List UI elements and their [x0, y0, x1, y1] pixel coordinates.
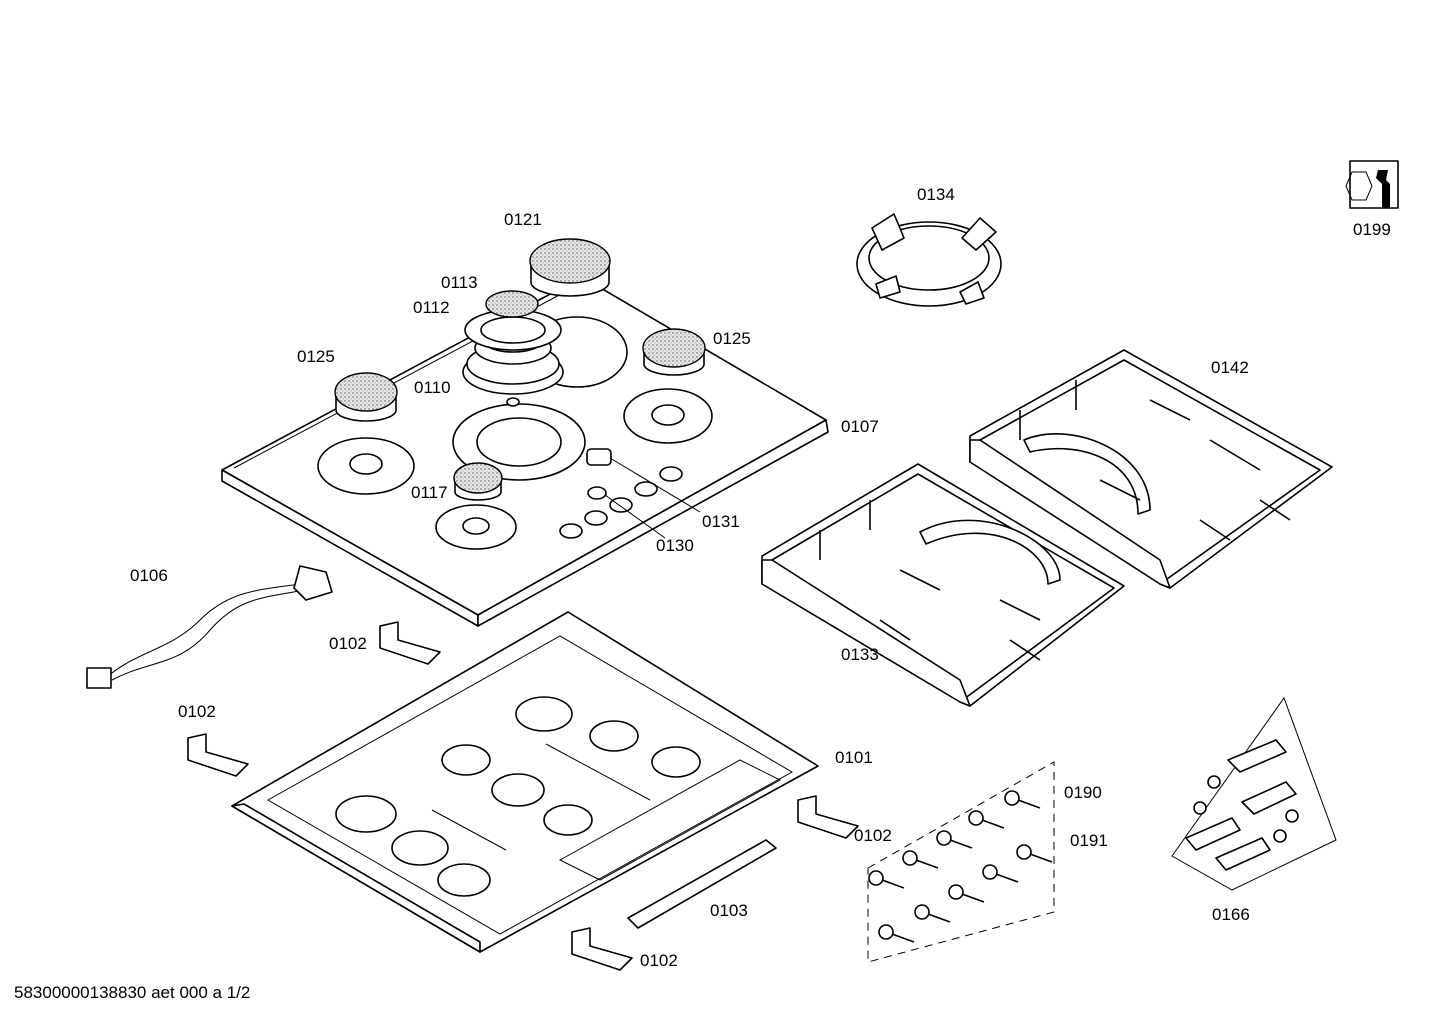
wok-ring-support: [856, 213, 1002, 307]
bracket-d: [571, 927, 633, 971]
label-0191: 0191: [1070, 831, 1108, 850]
sealing-strip: [627, 839, 777, 929]
document-id: 58300000138830 aet 000 a 1/2: [14, 983, 250, 1002]
label-0102-c: 0102: [854, 826, 892, 845]
burner-cap-medium-right: [642, 328, 706, 376]
label-0166: 0166: [1212, 905, 1250, 924]
burner-cap-large-0121: [529, 238, 611, 297]
label-0112: 0112: [413, 298, 450, 317]
bracket-b: [187, 733, 249, 777]
label-0117: 0117: [411, 483, 448, 502]
label-0106: 0106: [130, 566, 168, 585]
label-0125-right: 0125: [713, 329, 751, 348]
label-0107: 0107: [841, 417, 879, 436]
power-cord: [86, 565, 333, 689]
burner-cap-medium-left: [334, 372, 398, 422]
label-0133: 0133: [841, 645, 879, 664]
label-0121: 0121: [504, 210, 542, 229]
fixing-kit: [1171, 696, 1337, 891]
label-0131: 0131: [702, 512, 740, 531]
label-0190: 0190: [1064, 783, 1102, 802]
bracket-c: [797, 795, 859, 839]
label-0113: 0113: [441, 273, 478, 292]
label-0199: 0199: [1353, 220, 1391, 239]
bracket-a: [379, 621, 441, 665]
label-0125-left: 0125: [297, 347, 335, 366]
wok-burner-assembly: [462, 290, 564, 407]
label-0103: 0103: [710, 901, 748, 920]
label-0142: 0142: [1211, 358, 1249, 377]
label-0130: 0130: [656, 536, 694, 555]
label-0102-d: 0102: [640, 951, 678, 970]
label-0102-a: 0102: [329, 634, 367, 653]
label-0134: 0134: [917, 185, 955, 204]
label-0101: 0101: [835, 748, 873, 767]
base-tray: [231, 611, 819, 953]
pan-support-left-0133: [761, 463, 1125, 707]
label-0110: 0110: [414, 378, 451, 397]
burner-cap-small-0117: [453, 462, 503, 501]
label-0102-b: 0102: [178, 702, 216, 721]
wrench-nut-icon: [1345, 160, 1399, 209]
pan-support-right-0142: [969, 349, 1333, 589]
screw-set: [867, 761, 1055, 963]
